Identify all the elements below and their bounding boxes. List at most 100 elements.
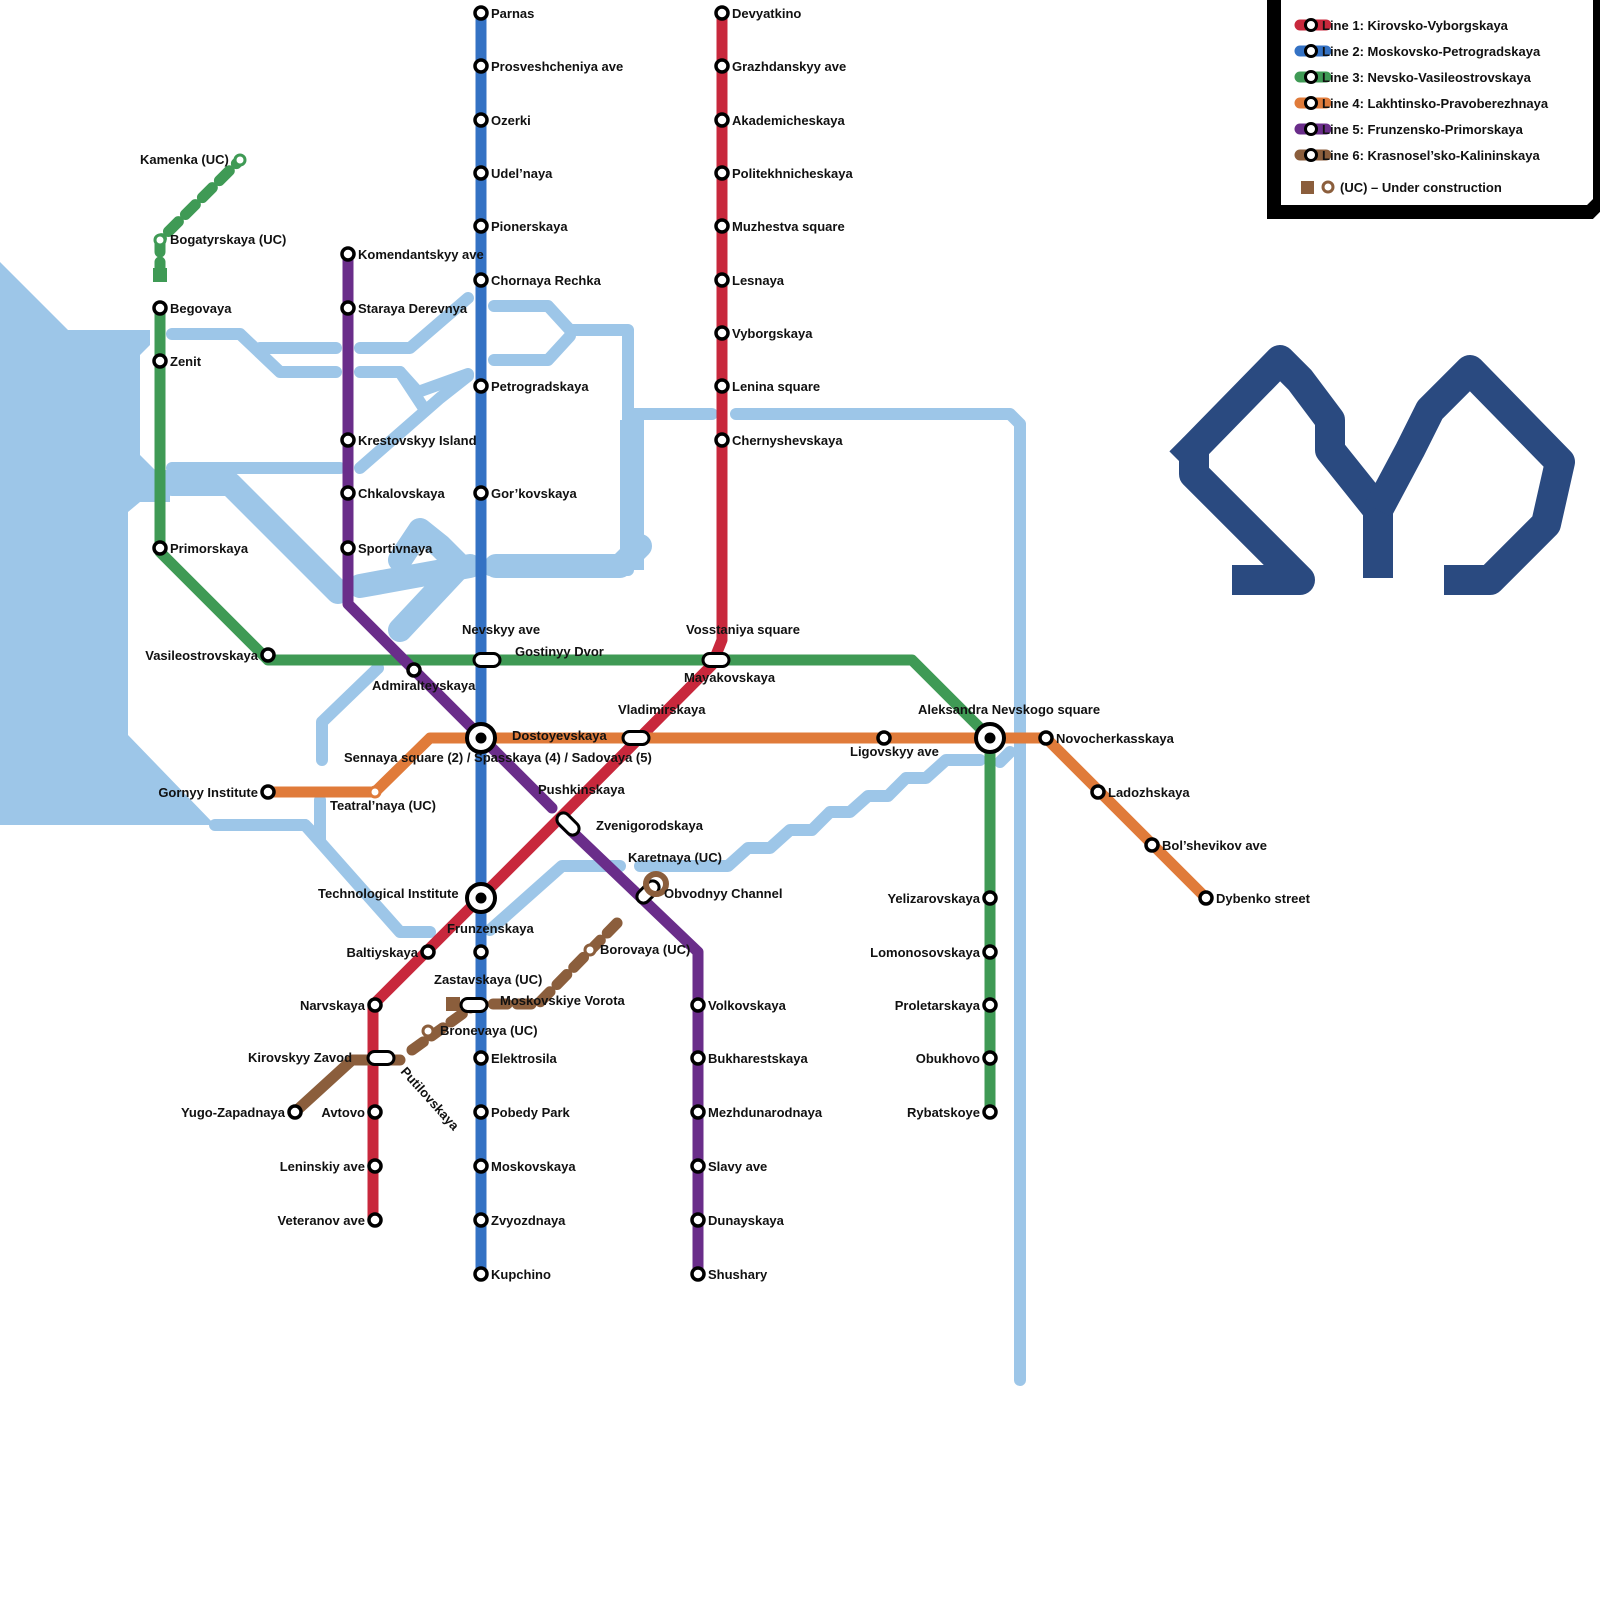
river-south-1	[316, 662, 384, 766]
station-label-admiralteyskaya: Admiralteyskaya	[372, 678, 476, 693]
station-marker-kupchino	[473, 1266, 489, 1282]
legend-station-icon-line6	[1304, 148, 1318, 162]
station-marker-karetnaya	[643, 871, 669, 897]
station-label-zvyozdnaya: Zvyozdnaya	[491, 1213, 566, 1228]
station-label-udelnaya: Udel’naya	[491, 166, 553, 181]
legend-uc-square-icon	[1301, 181, 1314, 194]
river-east-2	[488, 330, 576, 366]
station-label-kirovskyy: Kirovskyy Zavod	[248, 1050, 352, 1065]
station-marker-lenina	[714, 378, 730, 394]
station-label-teatralnaya: Teatral’naya (UC)	[330, 798, 436, 813]
station-label-vladimirskaya: Vladimirskaya	[618, 702, 706, 717]
station-marker-leninskiy	[367, 1158, 383, 1174]
legend-uc-label: (UC) – Under construction	[1340, 180, 1502, 195]
station-label-zenit: Zenit	[170, 354, 202, 369]
station-label-zvenigorodskaya: Zvenigorodskaya	[596, 818, 704, 833]
station-label-chkalovskaya: Chkalovskaya	[358, 486, 445, 501]
station-label-bolshevikov: Bol’shevikov ave	[1162, 838, 1267, 853]
line3-track	[154, 302, 996, 1118]
river-north-5	[394, 366, 431, 416]
station-label-proletarskaya: Proletarskaya	[895, 998, 981, 1013]
station-label-akademicheskaya: Akademicheskaya	[732, 113, 846, 128]
station-marker-gornyy	[260, 784, 276, 800]
station-label-elektrosila: Elektrosila	[491, 1051, 558, 1066]
river-big-neva	[160, 472, 350, 604]
station-marker-baltiyskaya	[420, 944, 436, 960]
station-label-pionerskaya: Pionerskaya	[491, 219, 568, 234]
station-marker-begovaya	[152, 300, 168, 316]
station-marker-yugo	[287, 1104, 303, 1120]
line4-track	[262, 732, 1212, 904]
station-label-vyborgskaya: Vyborgskaya	[732, 326, 813, 341]
station-marker-avtovo	[367, 1104, 383, 1120]
station-label-petrogradskaya: Petrogradskaya	[491, 379, 589, 394]
station-label-dunayskaya: Dunayskaya	[708, 1213, 785, 1228]
station-marker-chernyshevskaya	[714, 432, 730, 448]
station-marker-kamenka	[233, 153, 247, 167]
station-label-moskovskaya: Moskovskaya	[491, 1159, 576, 1174]
station-marker-sportivnaya	[340, 540, 356, 556]
station-marker-shushary	[690, 1266, 706, 1282]
station-marker-proletarskaya	[982, 997, 998, 1013]
river-fontanka	[484, 534, 652, 578]
station-marker-petrogradskaya	[473, 378, 489, 394]
station-label-grazhdanskyy: Grazhdanskyy ave	[732, 59, 846, 74]
legend-label-line1: Line 1: Kirovsko-Vyborgskaya	[1322, 18, 1509, 33]
station-marker-admiralteyskaya	[406, 662, 422, 678]
station-marker-dunayskaya	[690, 1212, 706, 1228]
station-marker-ligovskyy	[876, 730, 892, 746]
station-label-chornaya: Chornaya Rechka	[491, 273, 602, 288]
station-marker-narvskaya	[367, 997, 383, 1013]
station-marker-parnas	[473, 5, 489, 21]
uc-markers	[153, 268, 460, 1011]
legend-frame	[1267, 0, 1600, 219]
station-label-narvskaya: Narvskaya	[300, 998, 366, 1013]
station-marker-bukharestskaya	[690, 1050, 706, 1066]
river-east-wide	[620, 420, 644, 570]
station-marker-zenit	[152, 353, 168, 369]
station-marker-kirovskyy	[366, 1050, 396, 1066]
station-label-staraya: Staraya Derevnya	[358, 301, 468, 316]
station-label-slavy: Slavy ave	[708, 1159, 767, 1174]
station-label-gornyy: Gornyy Institute	[158, 785, 258, 800]
station-marker-muzhestva	[714, 218, 730, 234]
station-marker-dybenko	[1198, 890, 1214, 906]
river-neva-east	[994, 746, 1016, 768]
gulf-of-finland	[0, 262, 215, 825]
station-marker-bronevaya	[421, 1024, 435, 1038]
line1-track	[367, 7, 728, 1226]
legend-station-icon-line5	[1304, 122, 1318, 136]
station-marker-frunzenskaya	[473, 944, 489, 960]
station-label-leninskiy: Leninskiy ave	[280, 1159, 365, 1174]
station-marker-technological-core	[475, 892, 487, 904]
legend-label-line2: Line 2: Moskovsko-Petrogradskaya	[1322, 44, 1541, 59]
station-marker-yelizarovskaya	[982, 890, 998, 906]
station-marker-akademicheskaya	[714, 112, 730, 128]
station-marker-chkalovskaya	[340, 485, 356, 501]
station-label-komendantskyy: Komendantskyy ave	[358, 247, 484, 262]
legend-label-line5: Line 5: Frunzensko-Primorskaya	[1322, 122, 1524, 137]
station-marker-moskovskiye	[459, 997, 489, 1013]
station-marker-vyborgskaya	[714, 325, 730, 341]
station-label-begovaya: Begovaya	[170, 301, 232, 316]
station-markers	[152, 5, 1214, 1282]
legend-label-line4: Line 4: Lakhtinsko-Pravoberezhnaya	[1322, 96, 1549, 111]
station-label-dostoyevskaya: Dostoyevskaya	[512, 728, 607, 743]
station-marker-komendantskyy	[340, 246, 356, 262]
station-label-bronevaya: Bronevaya (UC)	[440, 1023, 538, 1038]
station-label-vasileostrovskaya: Vasileostrovskaya	[145, 648, 259, 663]
legend-station-icon-line2	[1304, 44, 1318, 58]
station-label-rybatskoye: Rybatskoye	[907, 1105, 980, 1120]
station-marker-elektrosila	[473, 1050, 489, 1066]
station-label-politekh: Politekhnicheskaya	[732, 166, 853, 181]
station-label-lomonosovskaya: Lomonosovskaya	[870, 945, 981, 960]
station-marker-pobedy	[473, 1104, 489, 1120]
station-marker-lesnaya	[714, 272, 730, 288]
station-label-vosstaniya: Vosstaniya square	[686, 622, 800, 637]
station-marker-moskovskaya	[473, 1158, 489, 1174]
station-label-volkovskaya: Volkovskaya	[708, 998, 787, 1013]
station-label-sportivnaya: Sportivnaya	[358, 541, 433, 556]
station-label-obvodnyy: Obvodnyy Channel	[664, 886, 782, 901]
